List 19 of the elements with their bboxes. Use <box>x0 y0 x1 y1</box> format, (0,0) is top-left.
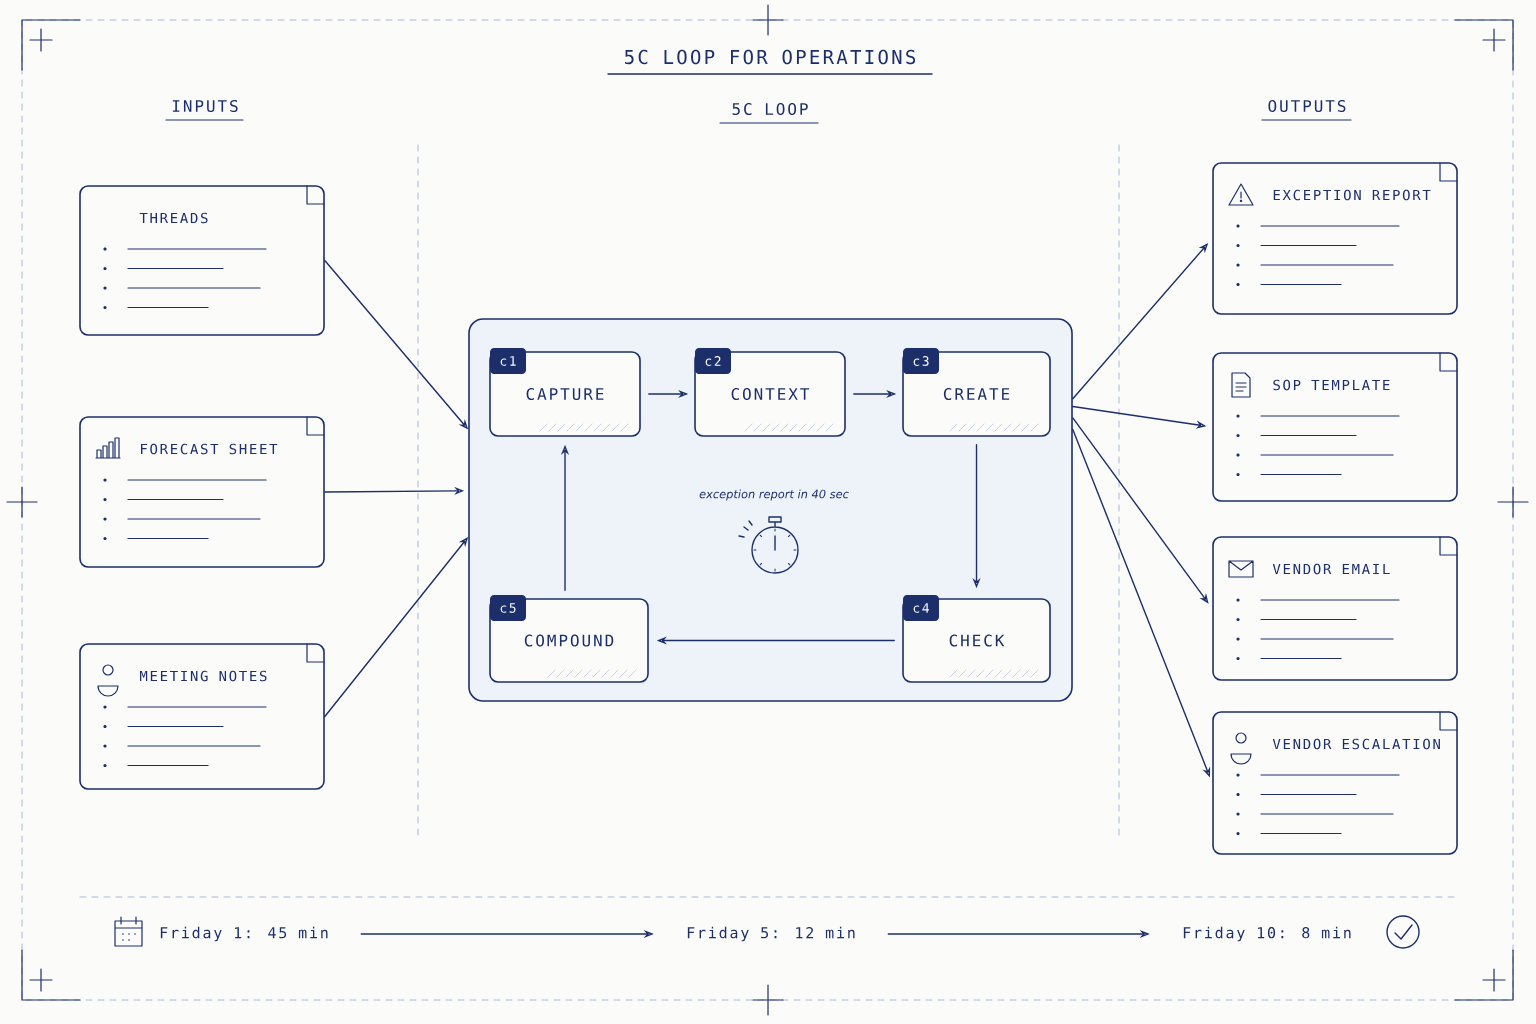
document-card: VENDOR ESCALATION <box>1212 711 1458 855</box>
column-heading: OUTPUTS <box>1261 99 1352 121</box>
document-card: MEETING NOTES <box>79 643 325 790</box>
document-card: THREADS <box>79 185 325 336</box>
document-card: VENDOR EMAIL <box>1212 536 1458 681</box>
document-card: FORECAST SHEET <box>79 416 325 568</box>
timeline-step: Friday 1: 45 min <box>160 926 328 942</box>
timeline-step: Friday 10: 8 min <box>1183 926 1351 942</box>
column-heading: INPUTS <box>165 99 244 121</box>
stage-box: CAPTURE c1 <box>489 348 641 437</box>
stage-box: COMPOUND c5 <box>489 595 649 683</box>
document-card: SOP TEMPLATE <box>1212 352 1458 502</box>
column-heading: 5C LOOP <box>719 102 819 124</box>
timeline-step: Friday 5: 12 min <box>687 926 855 942</box>
title: 5C LOOP FOR OPERATIONS <box>607 49 933 75</box>
stage-box: CONTEXT c2 <box>694 348 846 437</box>
stage-box: CHECK c4 <box>902 595 1051 683</box>
document-card: EXCEPTION REPORT <box>1212 162 1458 315</box>
stage-box: CREATE c3 <box>902 348 1051 437</box>
